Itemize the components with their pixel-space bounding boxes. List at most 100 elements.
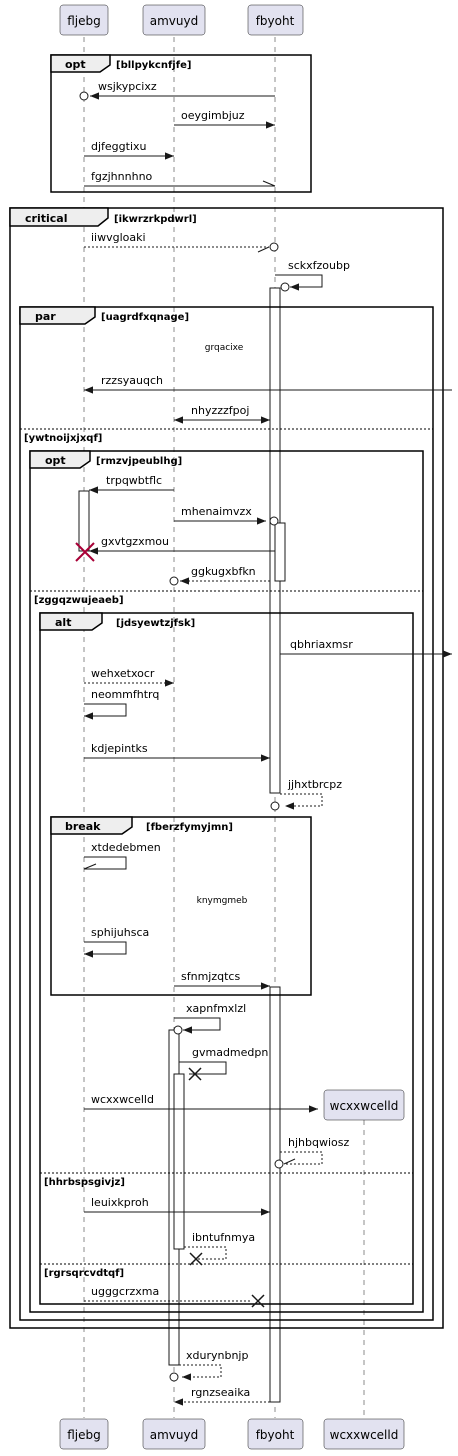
message: xtdedebmen xyxy=(83,841,161,870)
message-label: gxvtgzxmou xyxy=(101,535,169,548)
fragment-keyword: opt xyxy=(45,454,66,467)
message-label: nhyzzzfpoj xyxy=(191,404,249,417)
participant-wcxxwcelld-created[interactable]: wcxxwcelld xyxy=(323,1089,405,1121)
message-label: ugggcrzxma xyxy=(91,1285,159,1298)
participant-amvuyd-bottom[interactable]: amvuyd xyxy=(142,1418,206,1450)
message: ggkugxbfkn xyxy=(169,565,270,586)
destroy-mark-icon xyxy=(75,542,95,562)
fragment-else-condition: [ywtnoijxjxqf] xyxy=(24,433,102,444)
fragment-else-condition: [rgrsqrcvdtqf] xyxy=(44,1268,124,1279)
message: qbhriaxmsr xyxy=(280,638,452,658)
message: sphijuhsca xyxy=(84,926,149,958)
participant-fbyoht-bottom[interactable]: fbyoht xyxy=(247,1418,304,1450)
fragment-opt-1: opt [bllpykcnfjfe] xyxy=(50,54,312,193)
participant-amvuyd-top[interactable]: amvuyd xyxy=(142,4,206,36)
fragment-keyword: alt xyxy=(55,616,71,629)
fragment-condition: [bllpykcnfjfe] xyxy=(116,60,191,71)
activation-bar xyxy=(78,490,90,552)
fragment-condition: [jdsyewtzjfsk] xyxy=(116,618,195,629)
message-label: qbhriaxmsr xyxy=(290,638,353,651)
message: djfeggtixu xyxy=(84,140,174,160)
activation-bar xyxy=(173,1073,185,1250)
participant-label: fbyoht xyxy=(256,1428,295,1442)
message: oeygimbjuz xyxy=(174,109,275,129)
message: wehxetxocr xyxy=(84,667,174,687)
divider-note: knymgmeb xyxy=(188,890,258,910)
lifelines xyxy=(83,37,365,1418)
message-label: xdurynbnjp xyxy=(186,1349,248,1362)
message-label: sfnmjzqtcs xyxy=(181,970,240,983)
participant-fbyoht-top[interactable]: fbyoht xyxy=(247,4,304,36)
message-label: rgnzseaika xyxy=(191,1386,250,1399)
fragment-par: par [uagrdfxqnage] [ywtnoijxjxqf] xyxy=(19,306,434,1321)
divider-label: knymgmeb xyxy=(197,896,248,906)
fragment-critical: critical [ikwrzrkpdwrl] xyxy=(9,207,444,1329)
message-label: sckxfzoubp xyxy=(288,259,350,272)
participant-label: amvuyd xyxy=(150,1428,198,1442)
message-label: djfeggtixu xyxy=(91,140,147,153)
activation-bar xyxy=(269,986,281,1403)
fragment-keyword: critical xyxy=(25,212,67,225)
participant-label: amvuyd xyxy=(150,14,198,28)
message: fgzjhnnhno xyxy=(84,170,276,187)
message-label: sphijuhsca xyxy=(91,926,149,939)
activation-bar xyxy=(274,522,286,582)
message: hjhbqwiosz xyxy=(274,1136,349,1169)
message: nhyzzzfpoj xyxy=(174,404,270,424)
participant-fljebg-top[interactable]: fljebg xyxy=(59,4,109,36)
message: sfnmjzqtcs xyxy=(174,970,270,990)
fragment-opt-2: opt [rmzvjpeublhg] [zggqzwujeaeb] xyxy=(29,450,424,1313)
message-label: xtdedebmen xyxy=(91,841,161,854)
fragment-else-condition: [zggqzwujeaeb] xyxy=(34,595,124,606)
message-label: wcxxwcelld xyxy=(91,1093,154,1106)
message-label: ggkugxbfkn xyxy=(191,565,256,578)
message-label: hjhbqwiosz xyxy=(288,1136,349,1149)
message-label: rzzsyauqch xyxy=(101,374,163,387)
message-label: fgzjhnnhno xyxy=(91,170,153,183)
message: xdurynbnjp xyxy=(169,1349,248,1382)
message: ibntufnmya xyxy=(184,1231,255,1266)
message: kdjepintks xyxy=(84,742,270,762)
fragment-keyword: par xyxy=(35,310,56,323)
message: wsjkypcixz xyxy=(79,80,275,101)
message-label: ibntufnmya xyxy=(192,1231,255,1244)
fragment-condition: [rmzvjpeublhg] xyxy=(96,456,182,467)
message: gvmadmedpn xyxy=(179,1046,268,1081)
message: leuixkproh xyxy=(84,1196,270,1216)
message: xapnfmxlzl xyxy=(173,1002,246,1035)
participant-label: fbyoht xyxy=(256,14,295,28)
message: rgnzseaika xyxy=(174,1386,270,1406)
message-label: oeygimbjuz xyxy=(181,109,245,122)
divider-note: grqacixe xyxy=(190,337,260,357)
message: mhenaimvzx xyxy=(174,505,279,526)
fragment-condition: [ikwrzrkpdwrl] xyxy=(114,214,197,225)
message: wcxxwcelld xyxy=(84,1093,318,1113)
fragment-else-condition: [hhrbspsgivjz] xyxy=(44,1177,125,1188)
fragment-alt: alt [jdsyewtzjfsk] [hhrbspsgivjz] [rgrsq… xyxy=(39,612,414,1305)
message: jjhxtbrcpz xyxy=(270,778,342,811)
participant-label: fljebg xyxy=(67,14,101,28)
message: rzzsyauqch xyxy=(84,374,452,394)
fragment-condition: [fberzfymyjmn] xyxy=(146,822,233,833)
participant-label: fljebg xyxy=(67,1428,101,1442)
activations xyxy=(78,287,286,1403)
fragment-break: break [fberzfymyjmn] xyxy=(50,816,312,996)
message-label: leuixkproh xyxy=(91,1196,149,1209)
message-label: mhenaimvzx xyxy=(181,505,252,518)
message-label: trpqwbtflc xyxy=(106,474,162,487)
participant-label: wcxxwcelld xyxy=(330,1428,399,1442)
participant-wcxxwcelld-bottom[interactable]: wcxxwcelld xyxy=(323,1418,405,1450)
message: ugggcrzxma xyxy=(84,1285,265,1308)
message-label: neommfhtrq xyxy=(91,688,159,701)
fragment-keyword: break xyxy=(65,820,101,833)
participant-fljebg-bottom[interactable]: fljebg xyxy=(59,1418,109,1450)
message-label: xapnfmxlzl xyxy=(186,1002,246,1015)
message-label: jjhxtbrcpz xyxy=(287,778,342,791)
message: iiwvgloaki xyxy=(84,231,279,253)
message-label: gvmadmedpn xyxy=(192,1046,268,1059)
participant-label: wcxxwcelld xyxy=(330,1099,399,1113)
message: sckxfzoubp xyxy=(275,259,350,292)
message-label: iiwvgloaki xyxy=(91,231,146,244)
fragment-condition: [uagrdfxqnage] xyxy=(101,312,189,323)
message: neommfhtrq xyxy=(84,688,159,720)
